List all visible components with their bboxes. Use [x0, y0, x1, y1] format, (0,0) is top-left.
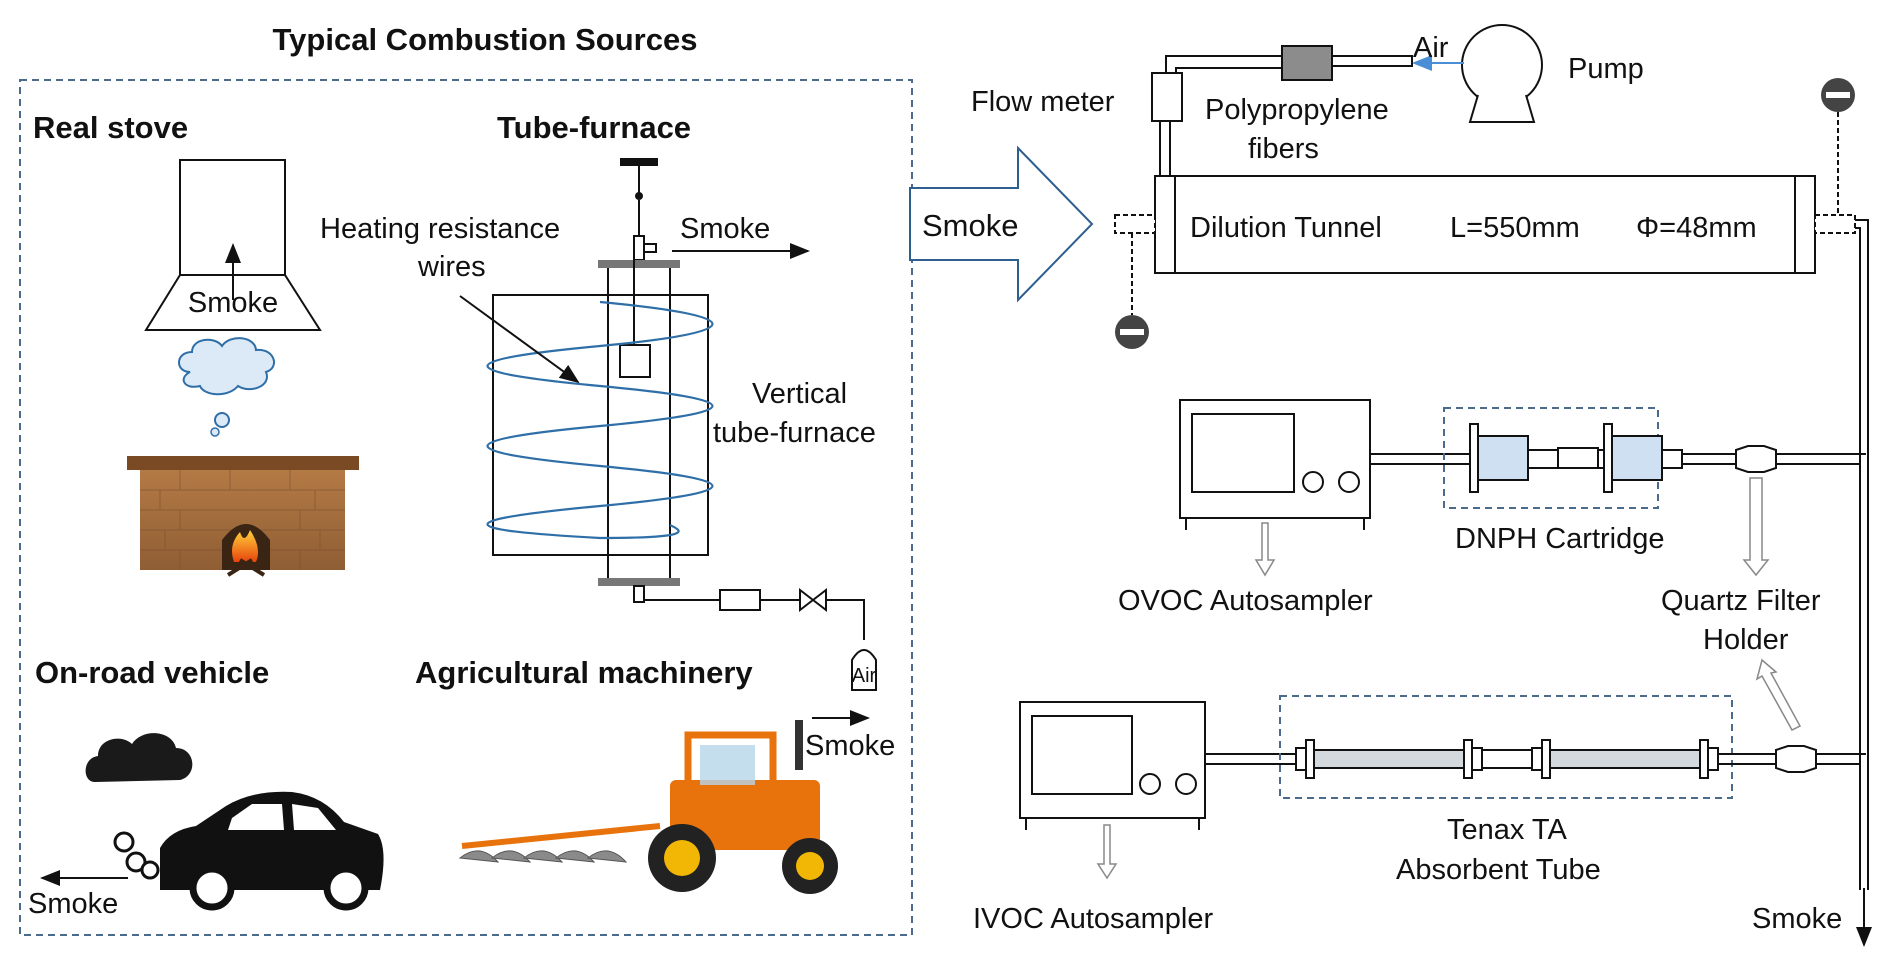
- real-stove-heading: Real stove: [33, 110, 188, 145]
- tractor-icon: [458, 720, 838, 894]
- machinery-heading: Agricultural machinery: [415, 655, 753, 690]
- car-icon: [85, 733, 384, 911]
- minus-icon: [1826, 92, 1850, 98]
- ovoc-autosampler-icon: [1179, 399, 1371, 577]
- tunnel-diameter: Φ=48mm: [1636, 212, 1757, 244]
- air-intake-label: Air: [1413, 32, 1449, 64]
- ivoc-autosampler-icon: [1019, 701, 1206, 880]
- tenax-tube-1: [1313, 749, 1465, 769]
- tunnel-name: Dilution Tunnel: [1190, 212, 1382, 244]
- heating-label-line2: wires: [417, 251, 486, 283]
- furnace-smoke-label: Smoke: [680, 213, 770, 245]
- quartz-pointer-arrow: [1755, 658, 1802, 731]
- air-supply-line: [644, 587, 877, 691]
- left-probe: [1115, 233, 1149, 349]
- tenax-label-line2: Absorbent Tube: [1396, 854, 1601, 886]
- tenax-label-line1: Tenax TA: [1447, 814, 1567, 846]
- minus-icon: [1120, 329, 1144, 335]
- polypropylene-filter: [1281, 45, 1333, 81]
- dnph-sampling-line: [1370, 407, 1866, 577]
- stove-smoke-label: Smoke: [188, 287, 278, 319]
- vehicle-heading: On-road vehicle: [35, 655, 269, 690]
- air-cylinder-label: Air: [852, 665, 877, 687]
- dnph-cartridge-1: [1477, 435, 1529, 481]
- smoke-cloud-icon: [178, 337, 275, 437]
- tube-furnace-heading: Tube-furnace: [497, 110, 691, 145]
- pump-icon: [1461, 24, 1543, 106]
- right-probe: [1821, 78, 1855, 215]
- heating-label-line1: Heating resistance: [320, 213, 560, 245]
- polypropylene-label-line1: Polypropylene: [1205, 94, 1389, 126]
- tenax-tube-2: [1549, 749, 1701, 769]
- tenax-sampling-line: [1205, 695, 1866, 799]
- quartz-filter-holder-upper: [1735, 445, 1777, 473]
- air-cylinder-icon: [851, 649, 877, 691]
- dnph-cartridge-2: [1611, 435, 1663, 481]
- pump-label: Pump: [1568, 53, 1644, 85]
- combustion-sources-frame: [19, 79, 913, 936]
- dilution-tunnel: [1114, 175, 1856, 274]
- ovoc-label: OVOC Autosampler: [1118, 585, 1373, 617]
- flow-meter-icon: [1151, 72, 1183, 122]
- vehicle-smoke-label: Smoke: [28, 888, 118, 920]
- quartz-label-line2: Holder: [1703, 624, 1789, 656]
- vertical-label-line2: tube-furnace: [713, 417, 876, 449]
- exhaust-smoke-label: Smoke: [1752, 903, 1842, 935]
- stove-hood: [144, 159, 322, 331]
- ivoc-label: IVOC Autosampler: [973, 903, 1213, 935]
- smoke-transfer-label: Smoke: [922, 208, 1018, 243]
- left-panel-title: Typical Combustion Sources: [273, 22, 698, 57]
- exhaust-pipe: [1855, 219, 1872, 947]
- smoke-transfer-arrow: [909, 145, 1094, 303]
- quartz-label-line1: Quartz Filter: [1661, 585, 1821, 617]
- flow-meter-label: Flow meter: [971, 86, 1115, 118]
- heating-coil: [486, 300, 714, 540]
- tenax-frame: [1279, 695, 1733, 799]
- tube-furnace-apparatus: [459, 158, 714, 603]
- polypropylene-label-line2: fibers: [1248, 133, 1319, 165]
- fireplace-icon: [127, 456, 359, 577]
- valve-icon: [799, 587, 827, 613]
- machinery-smoke-label: Smoke: [805, 730, 895, 762]
- vertical-label-line1: Vertical: [752, 378, 847, 410]
- quartz-filter-holder-lower: [1775, 745, 1817, 773]
- pump-assembly: [1151, 24, 1543, 176]
- tunnel-length: L=550mm: [1450, 212, 1580, 244]
- dnph-label: DNPH Cartridge: [1455, 523, 1665, 555]
